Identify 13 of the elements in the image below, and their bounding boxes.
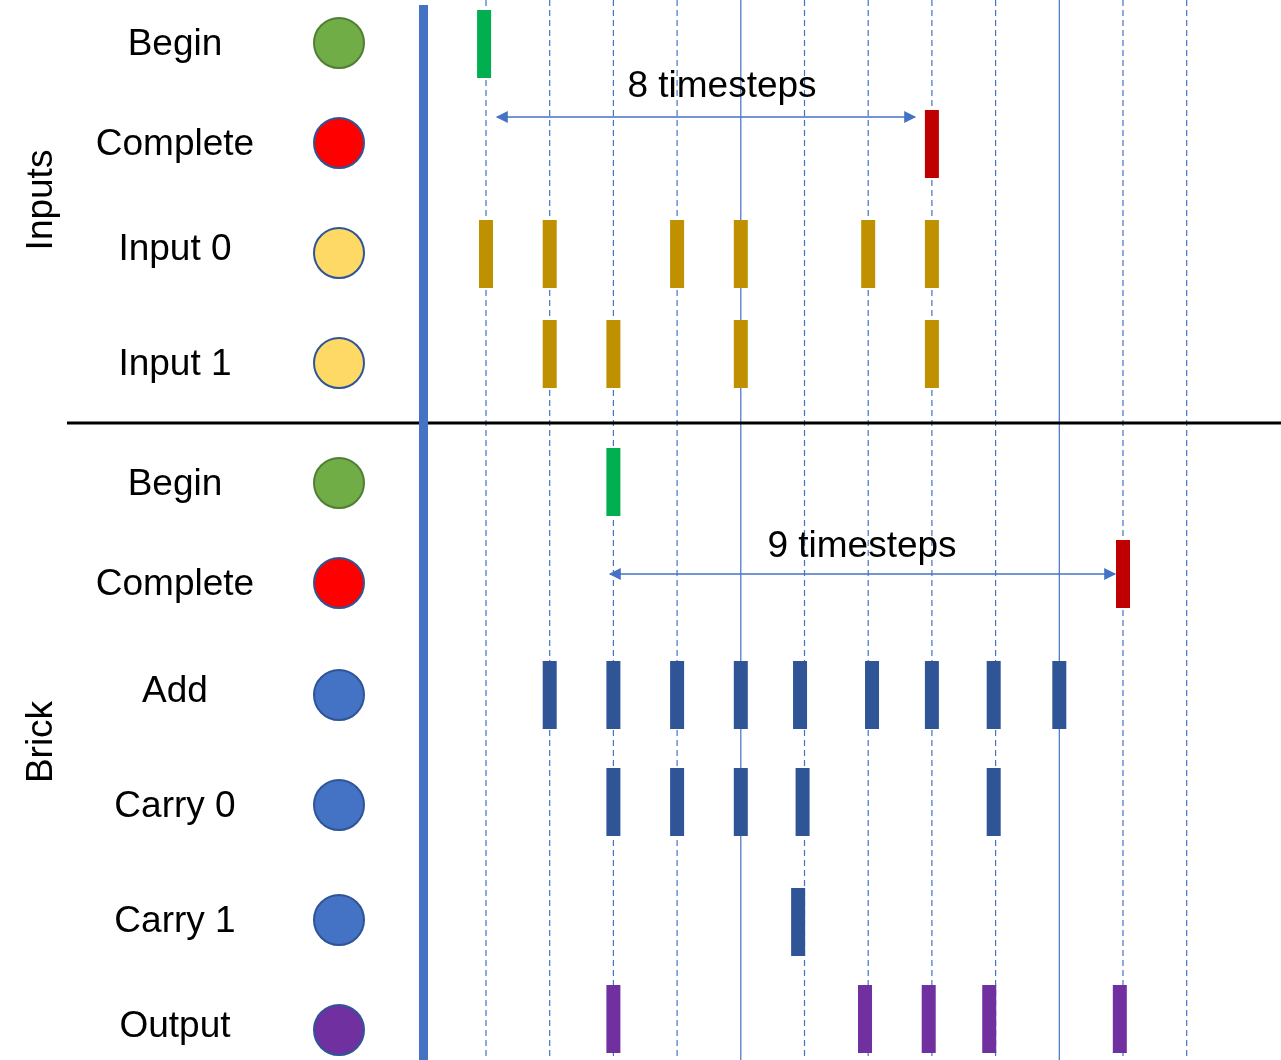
row-label: Output (119, 1004, 231, 1046)
row-label: Complete (95, 562, 255, 604)
group-label: Inputs (19, 149, 61, 251)
dimension-label: 9 timesteps (767, 524, 957, 566)
row-label: Input 0 (118, 227, 232, 269)
row-label: Add (142, 669, 208, 711)
row-label: Carry 1 (114, 899, 236, 941)
row-label: Input 1 (118, 342, 232, 384)
row-label: Begin (127, 22, 223, 64)
group-label: Brick (19, 700, 61, 784)
row-label: Carry 0 (114, 784, 236, 826)
row-label: Begin (127, 462, 223, 504)
row-label: Complete (95, 122, 255, 164)
